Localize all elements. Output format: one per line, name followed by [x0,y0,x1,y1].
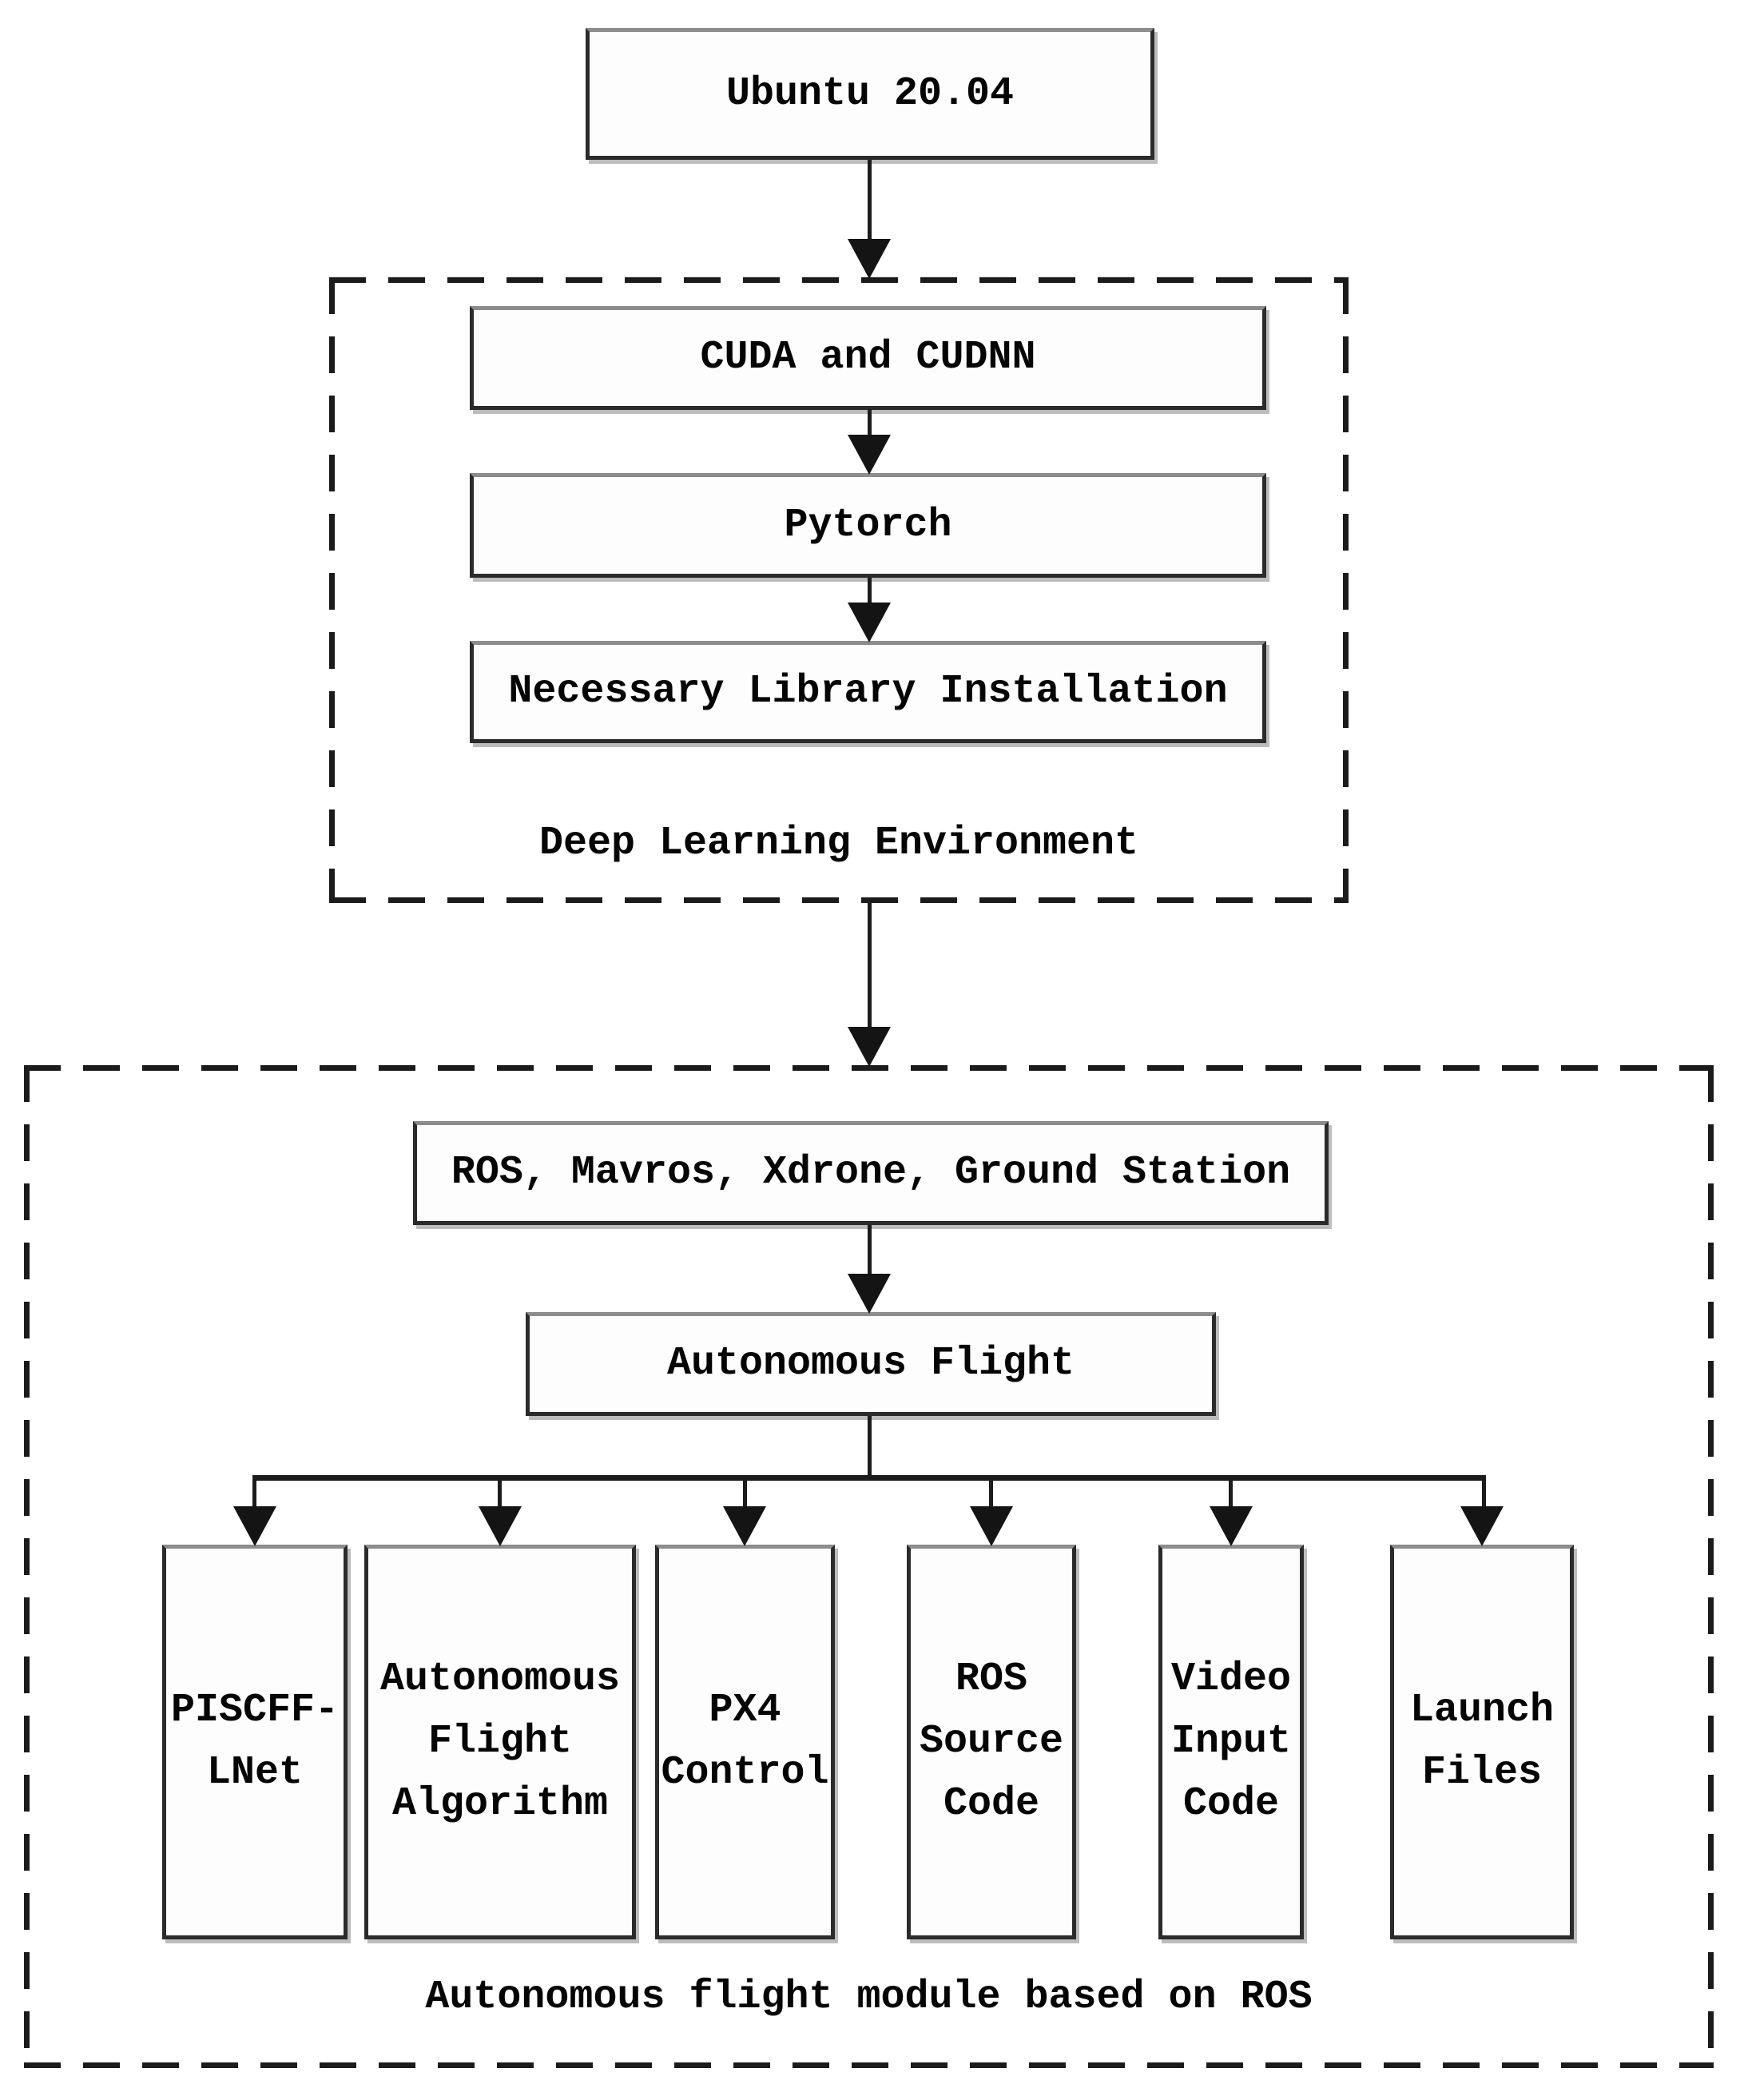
arrowhead-down-icon [233,1506,276,1546]
arrowhead-down-icon [848,603,891,642]
node-video-input-code: Video Input Code [1158,1545,1304,1939]
group-label-deep-learning: Deep Learning Environment [538,821,1139,866]
connector-dlenv-to-rosmodule [868,903,872,1029]
arrowhead-down-icon [479,1506,522,1546]
node-library-installation-label: Necessary Library Installation [508,669,1228,714]
node-piscff-lnet: PISCFF- LNet [162,1545,348,1939]
node-ubuntu: Ubuntu 20.04 [586,28,1154,160]
node-piscff-lnet-label: PISCFF- LNet [170,1688,340,1796]
arrowhead-down-icon [848,239,891,279]
connector-branch-to-rossource [989,1475,993,1509]
node-launch-files: Launch Files [1390,1545,1574,1939]
node-cuda-cudnn-label: CUDA and CUDNN [700,335,1036,380]
node-px4-control: PX4 Control [655,1545,835,1939]
connector-branch-to-px4 [743,1475,747,1509]
node-autonomous-flight: Autonomous Flight [526,1312,1216,1416]
connector-ubuntu-to-dlenv [868,160,872,243]
arrowhead-down-icon [723,1506,766,1546]
connector-pytorch-to-library [868,578,872,607]
node-library-installation: Necessary Library Installation [470,641,1266,743]
node-ros-mavros-xdrone: ROS, Mavros, Xdrone, Ground Station [413,1121,1329,1225]
node-ros-mavros-xdrone-label: ROS, Mavros, Xdrone, Ground Station [451,1150,1291,1195]
arrowhead-down-icon [848,435,891,475]
connector-branch-to-piscff [252,1475,256,1509]
node-ros-source-code: ROS Source Code [907,1545,1076,1939]
connector-branch-to-videoinput [1229,1475,1233,1509]
node-video-input-code-label: Video Input Code [1170,1657,1292,1827]
node-ros-source-code-label: ROS Source Code [919,1657,1064,1827]
arrowhead-down-icon [1460,1506,1504,1546]
arrowhead-down-icon [848,1027,891,1067]
arrowhead-down-icon [1210,1506,1253,1546]
arrowhead-down-icon [970,1506,1013,1546]
connector-branch-to-launch [1482,1475,1486,1509]
node-autonomous-flight-algorithm-label: Autonomous Flight Algorithm [379,1657,621,1827]
node-px4-control-label: PX4 Control [661,1688,829,1796]
group-label-ros-module: Autonomous flight module based on ROS [425,1975,1313,2020]
node-pytorch-label: Pytorch [784,502,952,548]
connector-rosstack-to-af [868,1225,872,1277]
node-launch-files-label: Launch Files [1409,1688,1555,1796]
connector-af-to-branch [868,1416,872,1481]
connector-cuda-to-pytorch [868,409,872,439]
branch-bus-line [252,1475,1486,1481]
node-autonomous-flight-label: Autonomous Flight [666,1341,1075,1386]
arrowhead-down-icon [848,1274,891,1314]
connector-branch-to-algorithm [498,1475,502,1509]
node-cuda-cudnn: CUDA and CUDNN [470,306,1266,410]
node-ubuntu-label: Ubuntu 20.04 [725,70,1015,117]
node-autonomous-flight-algorithm: Autonomous Flight Algorithm [364,1545,636,1939]
node-pytorch: Pytorch [470,473,1266,578]
